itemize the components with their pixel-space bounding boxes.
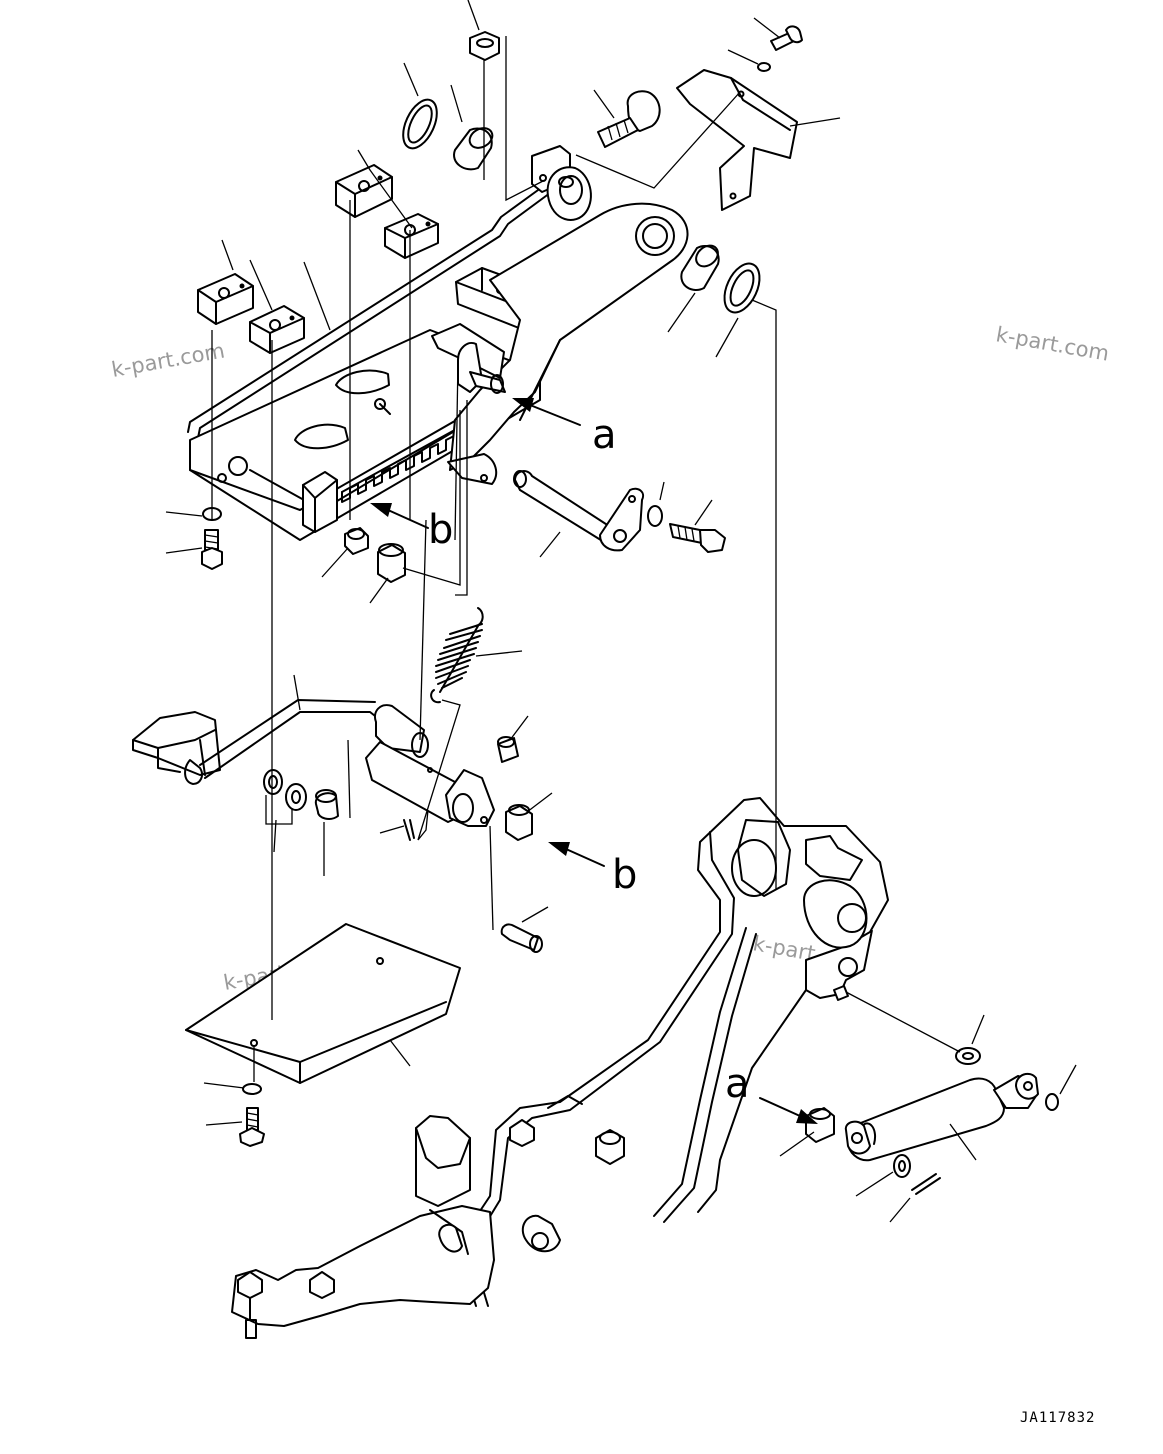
callout-label-a-upper: a bbox=[592, 412, 617, 458]
gas-spring-cylinder bbox=[844, 1072, 1039, 1162]
pivot-bolt bbox=[597, 90, 661, 148]
cover-bracket bbox=[676, 69, 798, 211]
pedal-washers bbox=[263, 769, 307, 811]
return-spring bbox=[430, 607, 484, 704]
floor-plate bbox=[185, 923, 461, 1084]
cylinder-washer-top bbox=[955, 1047, 981, 1065]
clamp-pair-lower bbox=[197, 273, 305, 354]
washer-ring bbox=[402, 98, 438, 150]
small-washer bbox=[757, 62, 771, 72]
pin-bolt bbox=[669, 523, 726, 553]
bushing-top bbox=[453, 127, 494, 171]
cylinder-ring bbox=[1045, 1093, 1059, 1111]
cylinder-bushing bbox=[805, 1107, 835, 1143]
floor-washer bbox=[242, 1083, 262, 1095]
callout-label-b-lower: b bbox=[612, 852, 637, 898]
callout-arrow-a-upper bbox=[512, 398, 581, 426]
cylinder-washer-low bbox=[893, 1154, 911, 1178]
callout-arrow-a-lower bbox=[759, 1097, 818, 1124]
leader-lines bbox=[165, 0, 1077, 1223]
callout-label-a-lower: a bbox=[725, 1061, 750, 1107]
left-bolt bbox=[201, 529, 223, 570]
watermark-right: k-part.com bbox=[994, 322, 1111, 365]
spacer-tube bbox=[377, 543, 406, 583]
alignment-lines bbox=[211, 36, 961, 1082]
clevis-pin bbox=[500, 923, 543, 953]
pedal-lever bbox=[132, 699, 495, 827]
top-nut bbox=[469, 31, 500, 61]
clamp-pair-upper bbox=[335, 164, 439, 259]
long-pin bbox=[513, 470, 644, 552]
arm-washer bbox=[723, 262, 761, 314]
drawing-code: JA117832 bbox=[1020, 1410, 1095, 1426]
lower-arm-assembly bbox=[231, 797, 889, 1339]
cotter-pin bbox=[403, 819, 415, 841]
callout-arrow-b-lower bbox=[548, 842, 605, 867]
spacer-small bbox=[344, 527, 369, 555]
arm-bushing bbox=[680, 244, 720, 291]
pin-washer bbox=[647, 505, 663, 527]
pin-small-upper bbox=[497, 736, 519, 763]
small-bolt bbox=[770, 25, 803, 51]
callout-arrow-b-upper bbox=[370, 503, 429, 529]
pedal-frame bbox=[187, 145, 689, 541]
pedal-bushing bbox=[314, 789, 339, 820]
cylinder-cotter bbox=[911, 1173, 941, 1195]
spacer-nut-mid bbox=[505, 804, 533, 841]
watermark-left: k-part.com bbox=[110, 338, 227, 381]
floor-bolt bbox=[239, 1107, 265, 1147]
callout-label-b-upper: b bbox=[428, 507, 453, 553]
